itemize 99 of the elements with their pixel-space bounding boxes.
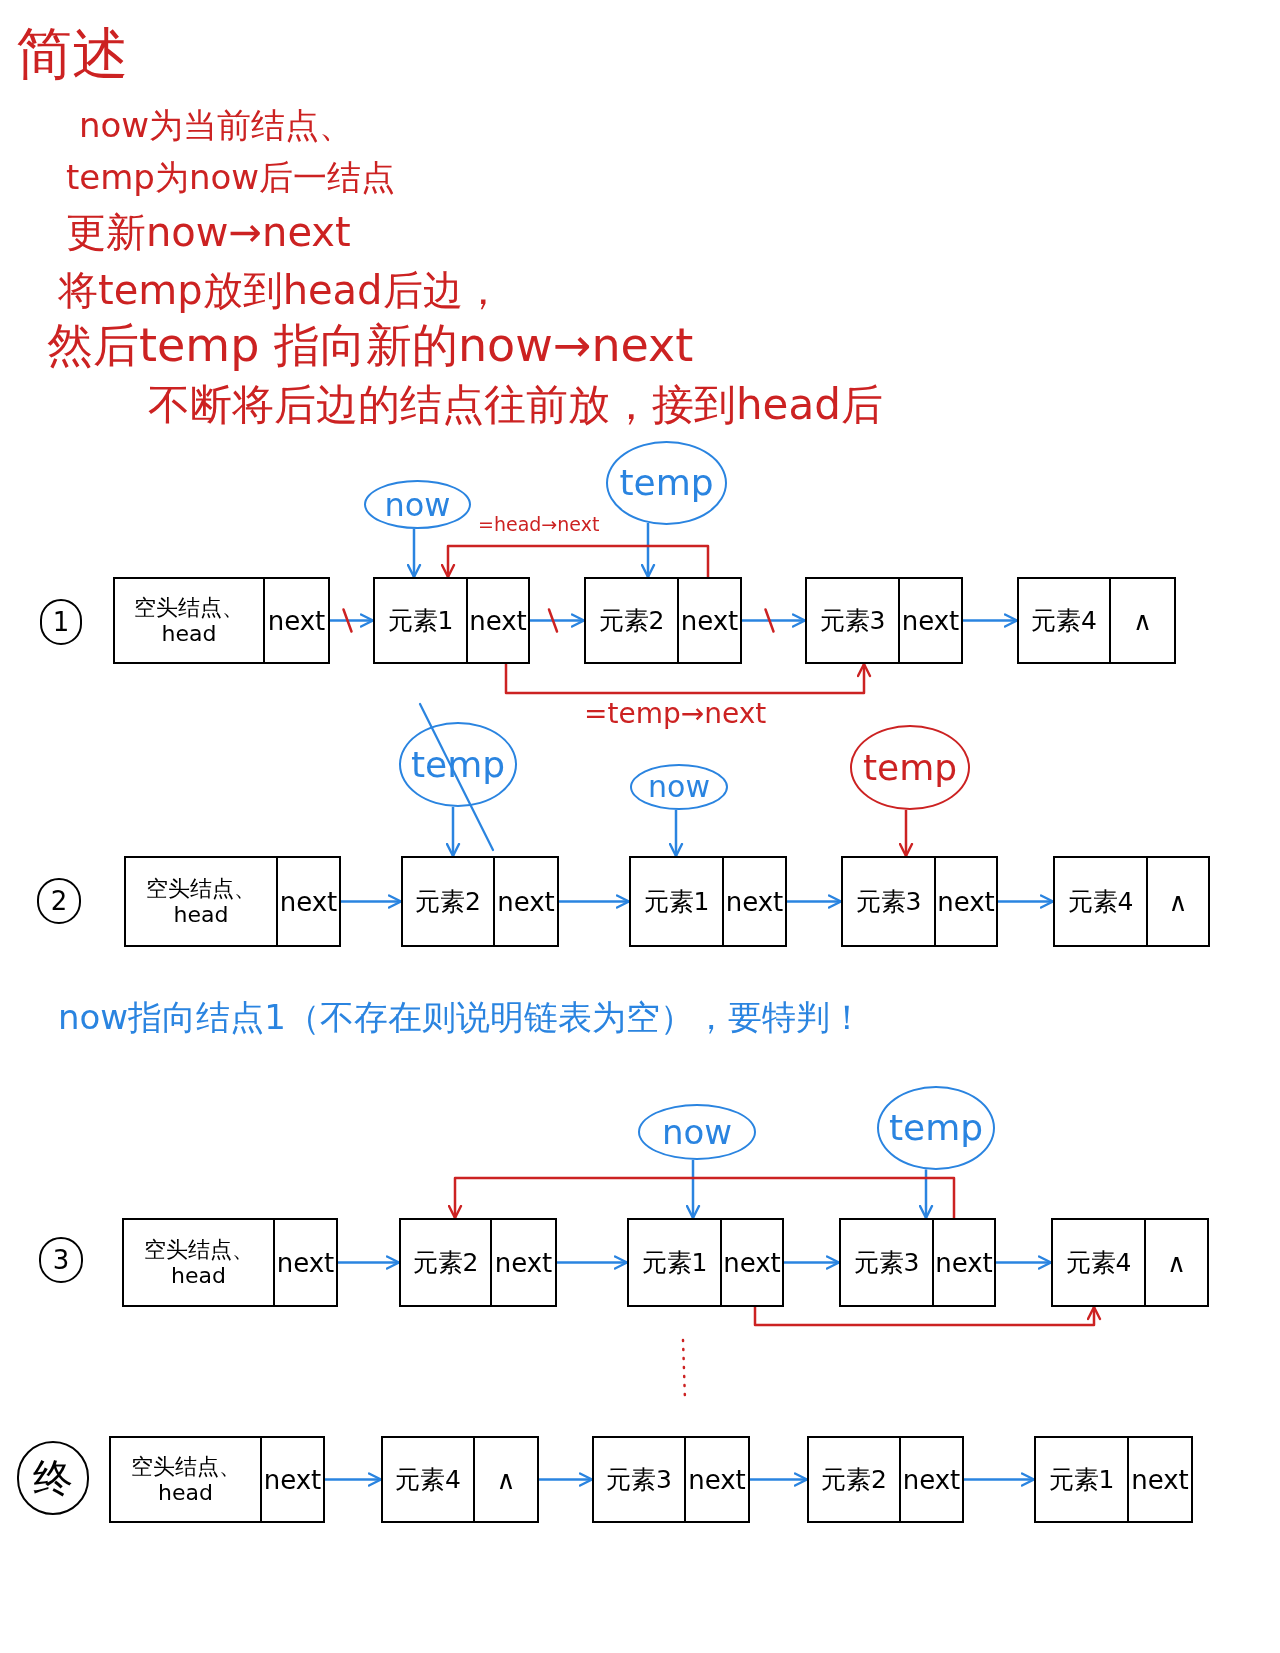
node-pointer-text: ∧ (1133, 607, 1152, 634)
list-node-box (1017, 577, 1176, 664)
node-data-text: 元素4 (1067, 889, 1134, 914)
node-data-text: 元素4 (1065, 1250, 1132, 1275)
list-node-box (113, 577, 330, 664)
arrow (640, 523, 656, 579)
pointer-name-ellipse: now (364, 480, 471, 529)
arrow (742, 613, 807, 628)
node-pointer-text: next (1131, 1466, 1189, 1493)
node-data-text: 空头结点、 head (133, 595, 245, 646)
list-node-box (124, 856, 341, 947)
arrow (998, 894, 1055, 909)
node-data-text: 元素1 (643, 889, 710, 914)
note-text: now为当前结点、 (79, 108, 354, 142)
list-node-box (805, 577, 963, 664)
list-node-box (627, 1218, 784, 1307)
list-node-box (807, 1436, 964, 1523)
node-data-text: 空头结点、 head (145, 876, 257, 927)
list-node-box (629, 856, 787, 947)
arrow (784, 1255, 841, 1270)
node-pointer-text: next (263, 1466, 322, 1493)
node-data-text: 元素4 (1031, 608, 1097, 633)
note-text: 更新now→next (66, 212, 351, 252)
node-data-text: 元素2 (598, 608, 665, 633)
list-node-box (109, 1436, 325, 1523)
list-node-box (1053, 856, 1210, 947)
node-pointer-text: next (497, 888, 555, 915)
node-pointer-text: next (267, 607, 326, 634)
node-data-text: 元素1 (387, 608, 454, 633)
arrow (330, 613, 375, 628)
arrow (406, 528, 422, 579)
list-node-box (839, 1218, 996, 1307)
list-node-box (381, 1436, 539, 1523)
pointer-name-ellipse: now (638, 1104, 756, 1160)
node-data-text: 空头结点、 head (129, 1454, 242, 1505)
arrow (668, 809, 684, 858)
node-data-text: 元素4 (395, 1467, 461, 1492)
node-pointer-text: next (276, 1249, 335, 1276)
node-pointer-text: next (469, 607, 527, 634)
node-pointer-text: ∧ (1167, 1249, 1186, 1276)
list-node-box (1034, 1436, 1193, 1523)
arrow (341, 894, 403, 909)
note-text: 不断将后边的结点往前放，接到head后 (148, 384, 883, 426)
arrow (447, 1176, 956, 1220)
arrow (964, 1472, 1036, 1487)
arrow (918, 1169, 934, 1220)
arrow (325, 1472, 383, 1487)
node-data-text: 元素2 (412, 1250, 479, 1275)
pointer-name-ellipse: temp (606, 441, 727, 525)
node-pointer-text: next (688, 1466, 746, 1493)
arrow (440, 544, 710, 579)
node-pointer-text: ∧ (1168, 888, 1188, 915)
node-data-text: 元素2 (821, 1467, 887, 1492)
node-pointer-text: next (723, 1249, 781, 1276)
note-text: temp为now后一结点 (66, 160, 396, 194)
node-data-text: 元素3 (855, 889, 922, 914)
arrow (557, 1255, 629, 1270)
arrow (530, 613, 586, 628)
node-data-text: 元素3 (819, 608, 886, 633)
list-node-box (1051, 1218, 1209, 1307)
node-data-text: 元素3 (853, 1250, 920, 1275)
list-node-box (584, 577, 742, 664)
node-pointer-text: next (937, 888, 995, 915)
list-node-box (592, 1436, 750, 1523)
node-data-text: 元素1 (1048, 1467, 1115, 1492)
node-pointer-text: next (901, 607, 960, 634)
arrow (963, 613, 1019, 628)
node-pointer-text: ∧ (496, 1466, 516, 1493)
arrow (787, 894, 843, 909)
list-node-box (122, 1218, 338, 1307)
arrow (996, 1255, 1053, 1270)
title: 简述 (16, 26, 128, 82)
list-node-box (401, 856, 559, 947)
arrow (504, 662, 872, 695)
node-pointer-text: next (279, 888, 338, 915)
list-node-box (373, 577, 530, 664)
node-pointer-text: next (935, 1249, 993, 1276)
node-data-text: 元素1 (641, 1250, 708, 1275)
arrow (685, 1159, 701, 1220)
arrow (539, 1472, 594, 1487)
arrow (898, 809, 914, 858)
node-data-text: 元素2 (415, 889, 481, 914)
node-pointer-text: next (494, 1249, 553, 1276)
pointer-name-ellipse: now (630, 764, 728, 810)
node-pointer-text: next (725, 888, 784, 915)
pointer-name-ellipse: temp (850, 725, 970, 810)
arrow (338, 1255, 401, 1270)
arrow (750, 1472, 809, 1487)
arrow (753, 1305, 1102, 1327)
list-node-box (399, 1218, 557, 1307)
node-pointer-text: next (680, 607, 739, 634)
node-data-text: 空头结点、 head (142, 1237, 255, 1288)
note-text: now指向结点1（不存在则说明链表为空），要特判！ (58, 1000, 864, 1034)
arrow (559, 894, 631, 909)
arrow (445, 806, 461, 858)
pointer-name-ellipse: temp (877, 1086, 995, 1170)
node-pointer-text: next (902, 1466, 961, 1493)
node-data-text: 元素3 (606, 1467, 672, 1492)
list-node-box (841, 856, 998, 947)
